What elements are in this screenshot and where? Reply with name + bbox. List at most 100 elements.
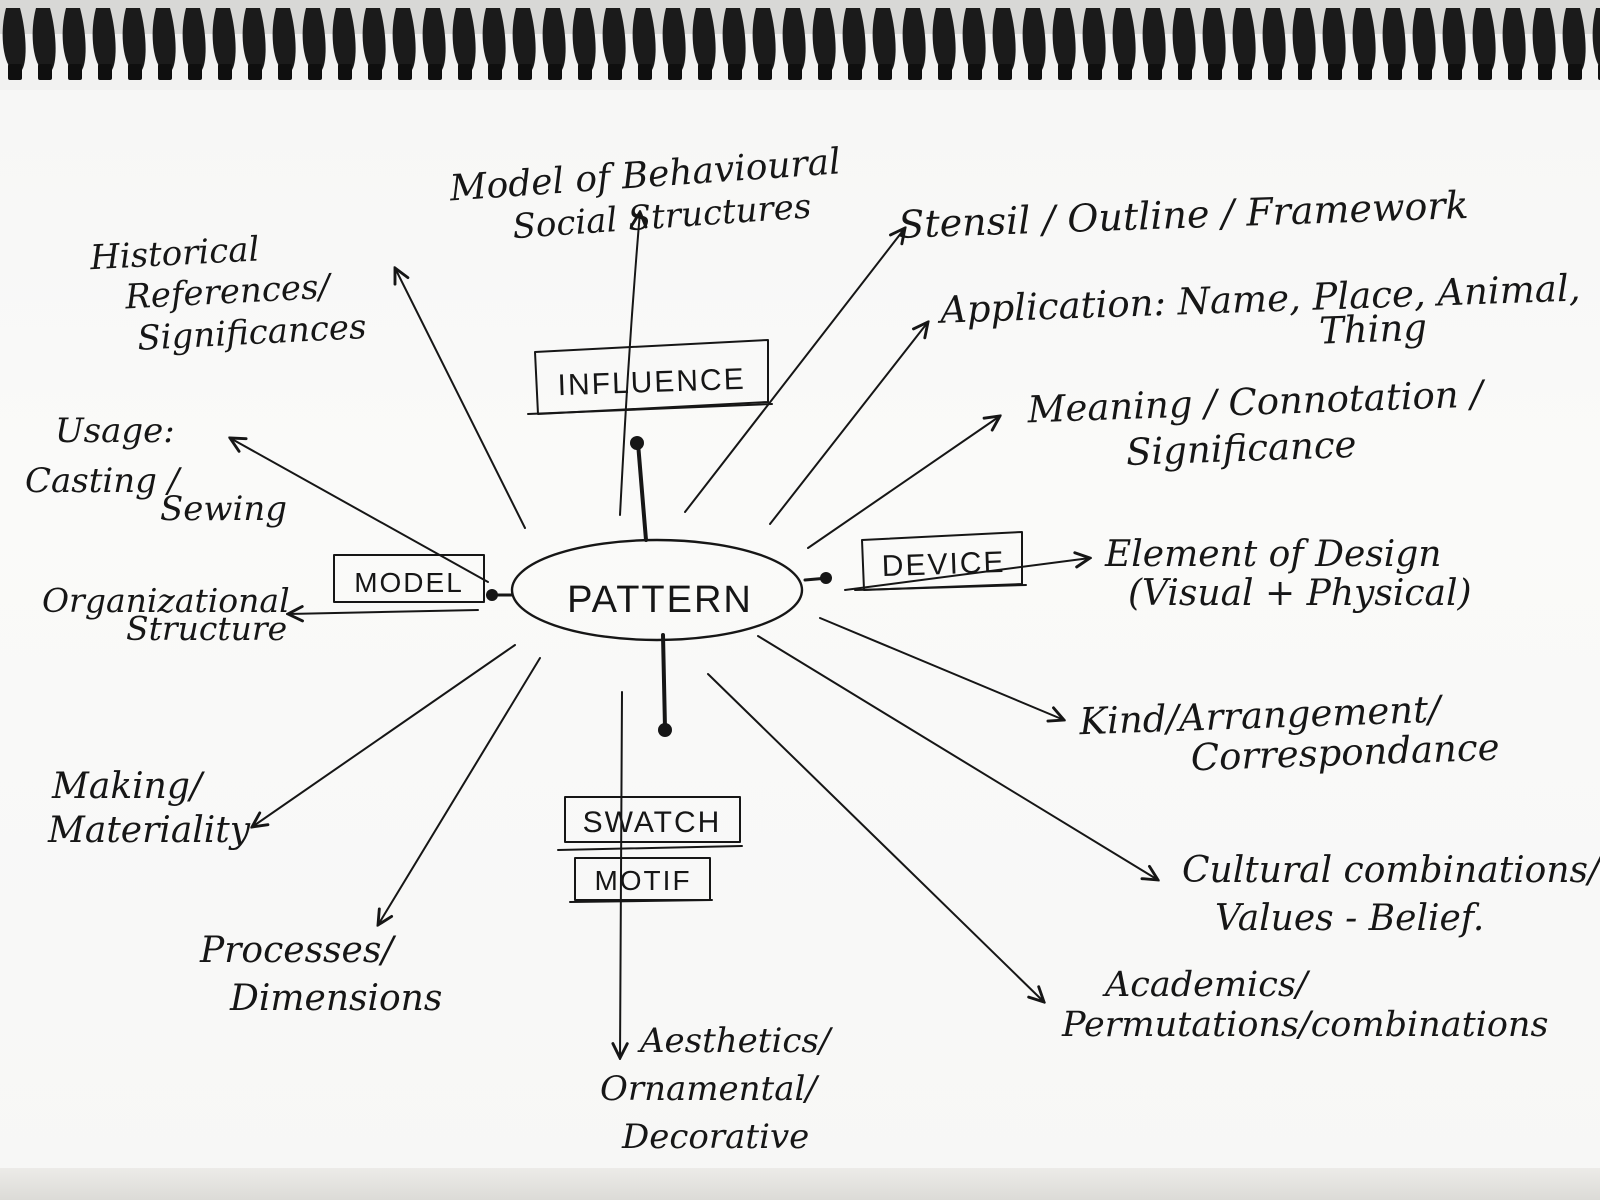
binding-hole	[608, 64, 622, 80]
box-connectors	[486, 436, 832, 737]
aesthetics-line-1: Aesthetics/	[637, 1021, 834, 1061]
binding-ring	[122, 8, 146, 70]
binding-ring	[812, 8, 836, 70]
binding-hole	[398, 64, 412, 80]
organizational-line-1: Organizational	[42, 581, 290, 620]
binding-ring	[842, 8, 866, 70]
binding-ring	[1202, 8, 1226, 70]
binding-ring	[1082, 8, 1106, 70]
binding-hole	[518, 64, 532, 80]
arrow-to-application	[769, 322, 928, 525]
binding-ring	[1412, 8, 1436, 70]
binding-ring	[2, 8, 26, 70]
binding-ring	[602, 8, 626, 70]
arrow-to-meaning	[807, 416, 1000, 549]
binding-ring	[1352, 8, 1376, 70]
central-node: PATTERN	[510, 538, 804, 642]
binding-ring	[482, 8, 506, 70]
node-historical: Historical References/ Significances	[88, 229, 367, 358]
binding-ring	[302, 8, 326, 70]
binding-ring	[872, 8, 896, 70]
binding-hole	[1358, 64, 1372, 80]
historical-line-1: Historical	[88, 229, 260, 278]
binding-ring	[332, 8, 356, 70]
arrow-to-kind	[819, 617, 1064, 720]
academics-line-2: Permutations/combinations	[1061, 1005, 1548, 1045]
binding-hole	[1388, 64, 1402, 80]
binding-ring	[62, 8, 86, 70]
binding-hole	[1328, 64, 1342, 80]
organizational-line-2: Structure	[126, 609, 287, 648]
binding-hole	[728, 64, 742, 80]
device-label: DEVICE	[881, 546, 1006, 583]
making-line-2: Materiality	[47, 810, 251, 851]
binding-hole	[488, 64, 502, 80]
page-bottom-edge	[0, 1168, 1600, 1200]
binding-ring	[1262, 8, 1286, 70]
spiral-binding	[0, 0, 1600, 90]
processes-line-2: Dimensions	[229, 978, 442, 1019]
binding-hole	[38, 64, 52, 80]
node-application: Application: Name, Place, Animal, Thing	[936, 266, 1581, 353]
binding-ring	[932, 8, 956, 70]
binding-hole	[788, 64, 802, 80]
binding-ring	[1592, 8, 1600, 68]
binding-ring	[1502, 8, 1526, 70]
node-stensil: Stensil / Outline / Framework	[898, 183, 1470, 247]
node-element: Element of Design (Visual + Physical)	[1104, 534, 1472, 614]
arrow-to-usage	[230, 438, 489, 583]
binding-hole	[818, 64, 832, 80]
device-box: DEVICE	[854, 531, 1027, 591]
influence-box: INFLUENCE	[527, 339, 773, 415]
binding-hole	[908, 64, 922, 80]
arrow-to-cultural	[757, 635, 1158, 880]
arrow-to-organizational	[288, 610, 479, 614]
connector-arrows	[230, 212, 1158, 1058]
binding-hole	[278, 64, 292, 80]
node-making: Making/ Materiality	[47, 766, 251, 851]
binding-ring	[752, 8, 776, 70]
binding-hole	[1088, 64, 1102, 80]
node-kind: Kind/Arrangement/ Correspondance	[1078, 688, 1500, 780]
node-meaning: Meaning / Connotation / Significance	[1026, 372, 1487, 474]
application-line-2: Thing	[1318, 306, 1427, 353]
binding-hole	[1178, 64, 1192, 80]
binding-hole	[68, 64, 82, 80]
binding-ring	[782, 8, 806, 70]
usage-line-3: Sewing	[160, 489, 287, 529]
node-organizational: Organizational Structure	[42, 581, 290, 648]
binding-hole	[368, 64, 382, 80]
binding-hole	[1148, 64, 1162, 80]
binding-ring	[992, 8, 1016, 70]
meaning-line-1: Meaning / Connotation /	[1026, 372, 1487, 431]
node-aesthetics: Aesthetics/ Ornamental/ Decorative	[600, 1021, 834, 1157]
binding-hole	[878, 64, 892, 80]
motif-label: MOTIF	[594, 865, 691, 896]
binding-ring	[1052, 8, 1076, 70]
arrow-to-element	[844, 558, 1090, 591]
binding-ring	[212, 8, 236, 70]
binding-ring	[572, 8, 596, 70]
binding-hole	[698, 64, 712, 80]
binding-ring	[1532, 8, 1556, 70]
element-line-2: (Visual + Physical)	[1128, 573, 1472, 614]
binding-hole	[938, 64, 952, 80]
binding-hole	[1028, 64, 1042, 80]
binding-hole	[98, 64, 112, 80]
arrow-to-academics	[707, 673, 1044, 1002]
binding-hole	[848, 64, 862, 80]
binding-hole	[248, 64, 262, 80]
binding-ring	[1382, 8, 1406, 70]
binding-ring	[1562, 8, 1586, 70]
node-usage: Usage: Casting / Sewing	[25, 411, 287, 529]
binding-ring	[32, 8, 56, 70]
center-label: PATTERN	[567, 579, 753, 621]
binding-hole	[218, 64, 232, 80]
academics-line-1: Academics/	[1102, 965, 1311, 1005]
binding-ring	[692, 8, 716, 70]
binding-hole	[1448, 64, 1462, 80]
usage-line-2: Casting /	[25, 461, 183, 501]
node-behavioural: Model of Behavioural Social Structures	[447, 141, 841, 247]
